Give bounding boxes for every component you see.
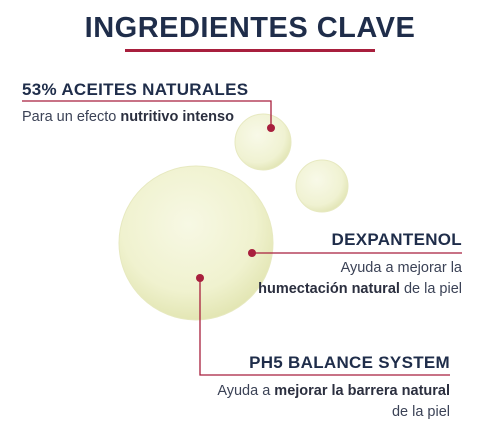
connector-line-aceites <box>22 100 272 128</box>
connector-dot-ph5 <box>196 274 204 282</box>
ingredient-dexpantenol: DEXPANTENOL Ayuda a mejorar la humectaci… <box>258 230 462 300</box>
desc-text: de la piel <box>399 281 462 297</box>
desc-line: Ayuda a mejorar la barrera natural <box>217 381 450 402</box>
page-title: INGREDIENTES CLAVE <box>84 12 416 44</box>
desc-highlight: mejorar la barrera natural <box>274 383 450 399</box>
desc-line: humectación natural de la piel <box>258 279 462 300</box>
desc-text: de la piel <box>391 404 450 420</box>
ingredient-heading: PH5 BALANCE SYSTEM <box>249 353 450 372</box>
ingredient-description: Para un efecto nutritivo intenso <box>22 107 248 128</box>
desc-text: Para un efecto <box>22 109 121 125</box>
ingredient-aceites: 53% ACEITES NATURALES Para un efecto nut… <box>22 80 248 128</box>
desc-highlight: humectación natural <box>258 281 400 297</box>
ingredient-ph5: PH5 BALANCE SYSTEM Ayuda a mejorar la ba… <box>217 353 450 423</box>
title-underline <box>125 49 375 52</box>
ingredient-description: Ayuda a mejorar la barrera natural de la… <box>217 381 450 423</box>
ingredient-heading: DEXPANTENOL <box>331 230 462 249</box>
small-oil-droplet <box>234 113 292 171</box>
desc-text: Ayuda a <box>217 383 275 399</box>
large-oil-droplet <box>118 165 274 321</box>
connector-dot-aceites <box>267 124 275 132</box>
small-oil-droplet <box>295 159 349 213</box>
ingredient-description: Ayuda a mejorar la humectación natural d… <box>258 258 462 300</box>
connector-line-ph5 <box>199 278 450 376</box>
desc-highlight: nutritivo intenso <box>120 109 234 125</box>
connector-dot-dexpantenol <box>248 249 256 257</box>
ingredient-heading: 53% ACEITES NATURALES <box>22 80 249 99</box>
desc-text: Ayuda a mejorar la <box>340 260 462 276</box>
